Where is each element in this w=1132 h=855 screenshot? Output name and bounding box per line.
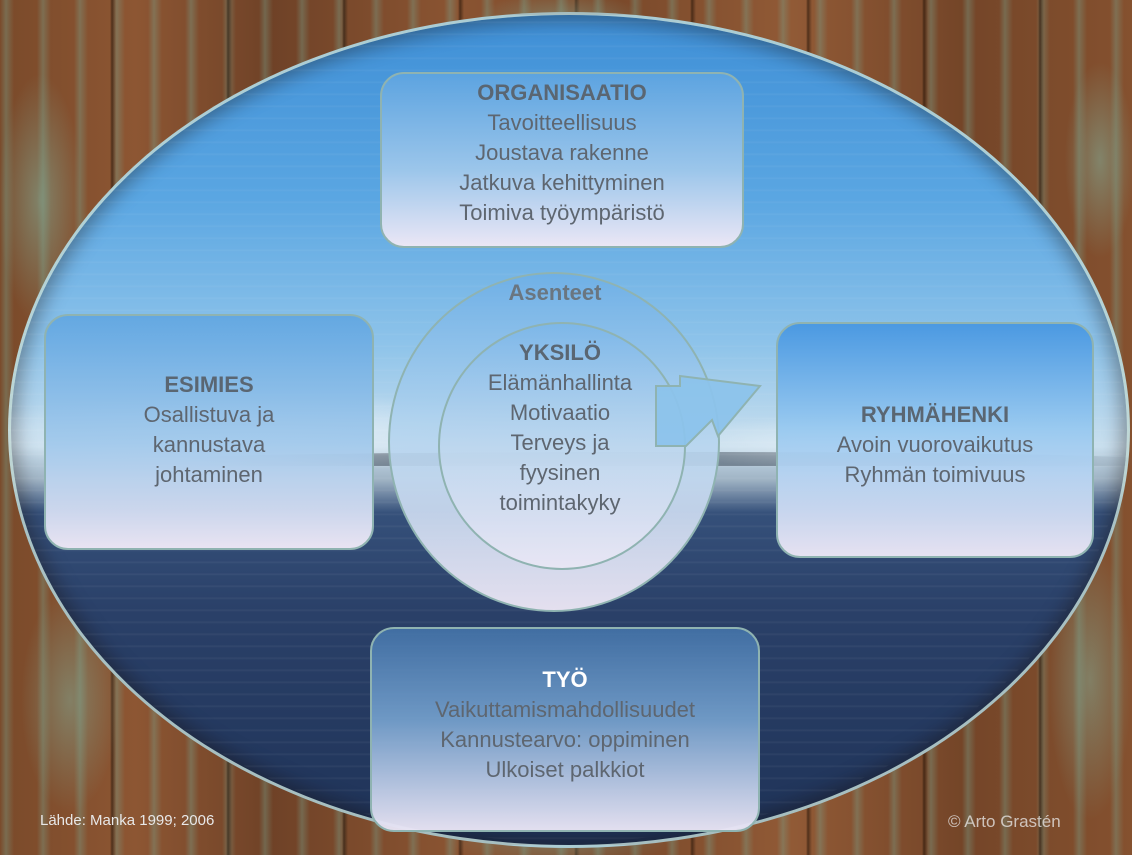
asenteet-label: Asenteet [508, 280, 602, 305]
yksilo-title: YKSILÖ [519, 340, 601, 365]
organisaatio-title: ORGANISAATIO [477, 80, 647, 105]
tyo-box: TYÖ Vaikuttamismahdollisuudet Kannustear… [370, 627, 760, 832]
esimies-line: johtaminen [155, 462, 263, 487]
yksilo-text: YKSILÖ Elämänhallinta Motivaatio Terveys… [450, 338, 670, 518]
tyo-line: Vaikuttamismahdollisuudet [434, 697, 696, 722]
organisaatio-line: Jatkuva kehittyminen [459, 170, 665, 195]
yksilo-line: fyysinen [519, 460, 601, 485]
organisaatio-line: Joustava rakenne [475, 140, 649, 165]
copyright-notice: © Arto Grastén [948, 812, 1061, 831]
source-citation: Lähde: Manka 1999; 2006 [40, 812, 215, 829]
ryhmahenki-box: RYHMÄHENKI Avoin vuorovaikutus Ryhmän to… [776, 322, 1094, 558]
tyo-line: Kannustearvo: oppiminen [440, 727, 690, 752]
esimies-line: kannustava [152, 432, 266, 457]
ryhmahenki-title: RYHMÄHENKI [860, 402, 1010, 427]
ryhmahenki-line: Ryhmän toimivuus [844, 462, 1026, 487]
yksilo-line: toimintakyky [499, 490, 621, 515]
esimies-box: ESIMIES Osallistuva ja kannustava johtam… [44, 314, 374, 550]
ryhmahenki-line: Avoin vuorovaikutus [836, 432, 1034, 457]
yksilo-line: Elämänhallinta [487, 370, 633, 395]
tyo-title: TYÖ [542, 667, 588, 692]
yksilo-line: Motivaatio [509, 400, 611, 425]
organisaatio-line: Toimiva työympäristö [459, 200, 665, 225]
tyo-line: Ulkoiset palkkiot [485, 757, 645, 782]
yksilo-line: Terveys ja [510, 430, 610, 455]
esimies-title: ESIMIES [164, 372, 254, 397]
esimies-line: Osallistuva ja [143, 402, 275, 427]
organisaatio-box: ORGANISAATIO Tavoitteellisuus Joustava r… [380, 72, 744, 248]
organisaatio-line: Tavoitteellisuus [487, 110, 637, 135]
